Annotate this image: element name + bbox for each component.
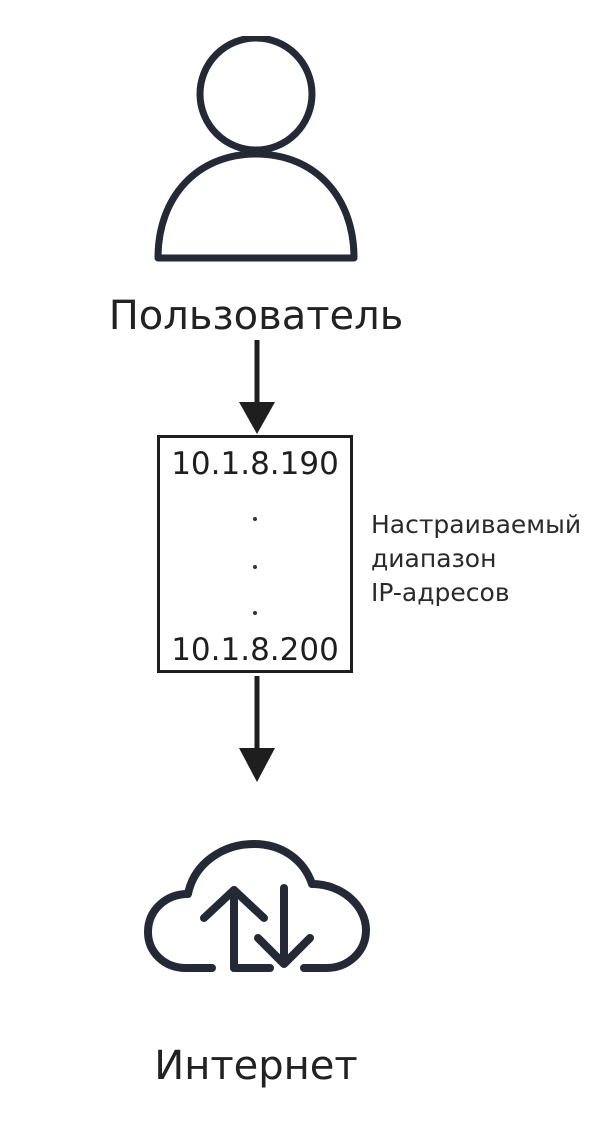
ip-range-end: 10.1.8.200 [171, 632, 339, 668]
user-icon [154, 36, 358, 262]
cloud-upload-download-icon [144, 840, 370, 972]
ip-range-start: 10.1.8.190 [171, 446, 339, 482]
arrow-down-icon [239, 676, 275, 782]
ip-range-box: 10.1.8.190 10.1.8.200 [157, 435, 353, 673]
caption-line: диапазон [371, 544, 497, 573]
internet-label: Интернет [154, 1043, 358, 1089]
user-label: Пользователь [108, 293, 404, 339]
ellipsis-dot [253, 517, 257, 521]
caption-line: Настраиваемый [371, 510, 582, 539]
ellipsis-dot [253, 565, 257, 569]
ip-range-caption: Настраиваемый диапазон IP-адресов [371, 508, 581, 610]
ellipsis-dot [253, 611, 257, 615]
caption-line: IP-адресов [371, 578, 510, 607]
arrow-down-icon [239, 340, 275, 434]
